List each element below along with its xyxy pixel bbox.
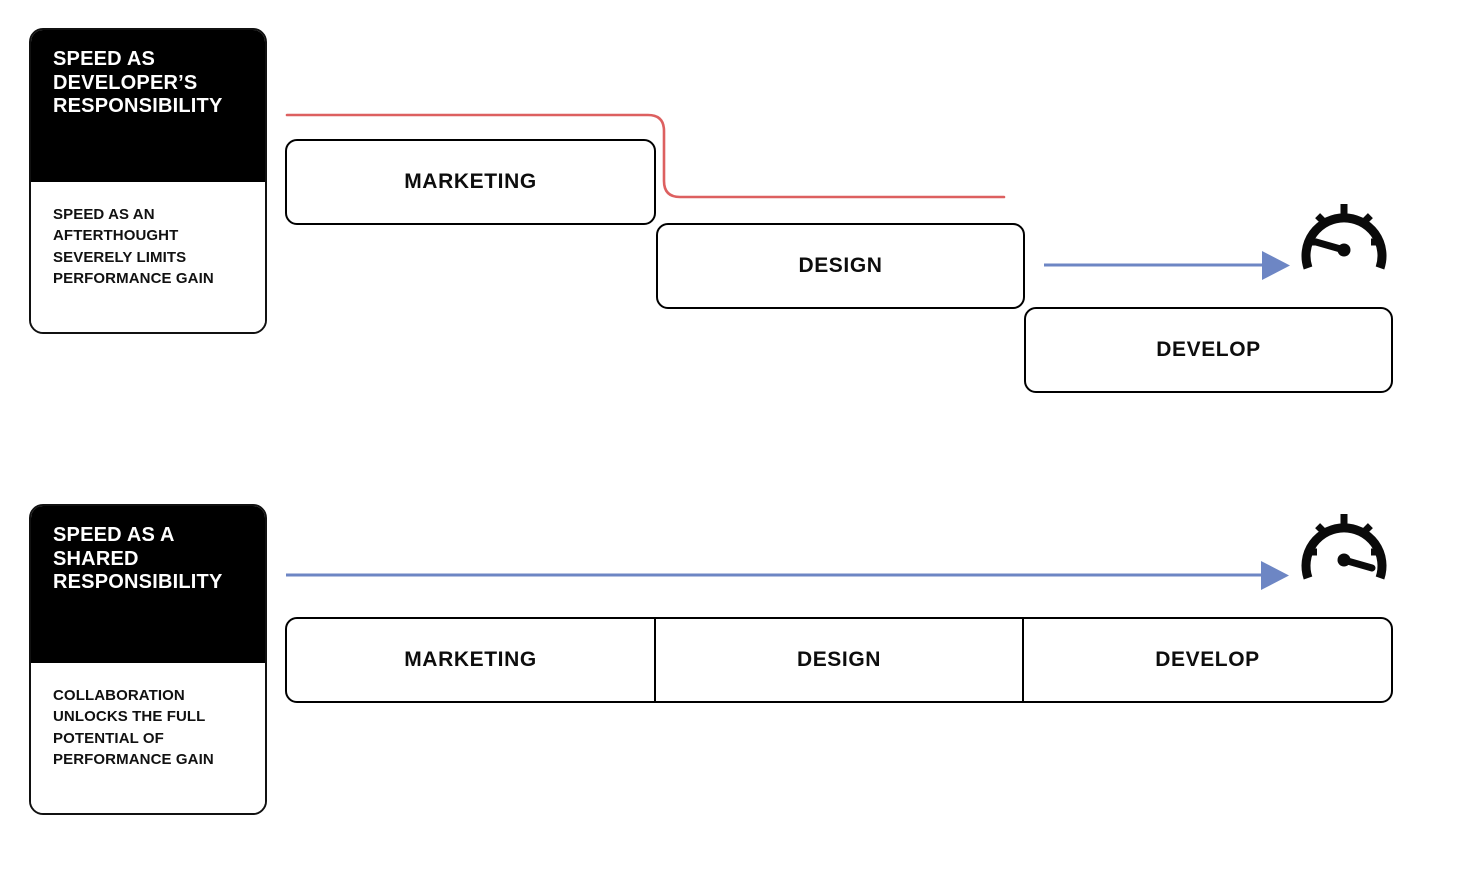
stage-box-marketing-bottom[interactable]: MARKETING (287, 619, 656, 701)
info-card-body-text-bottom: COLLABORATION UNLOCKS THE FULL POTENTIAL… (53, 687, 214, 768)
stage-box-design-top[interactable]: DESIGN (656, 223, 1025, 309)
stage-label-design-top: DESIGN (798, 254, 883, 277)
info-card-shared-responsibility: SPEED AS A SHARED RESPONSIBILITY COLLABO… (29, 504, 267, 815)
stage-label-design-bottom: DESIGN (796, 648, 882, 671)
info-card-header-bottom: SPEED AS A SHARED RESPONSIBILITY (31, 506, 265, 663)
speed-arrow-short-icon (1044, 251, 1290, 280)
info-card-body-bottom: COLLABORATION UNLOCKS THE FULL POTENTIAL… (31, 663, 265, 813)
stage-label-develop-top: DEVELOP (1156, 338, 1261, 361)
info-card-body-top: SPEED AS AN AFTERTHOUGHT SEVERELY LIMITS… (31, 182, 265, 332)
speedometer-low-icon (1301, 204, 1387, 270)
info-card-header-top: SPEED AS DEVELOPER’S RESPONSIBILITY (31, 30, 265, 182)
info-card-header-text-top: SPEED AS DEVELOPER’S RESPONSIBILITY (53, 48, 223, 118)
stage-box-marketing-top[interactable]: MARKETING (285, 139, 656, 225)
info-card-developer-responsibility: SPEED AS DEVELOPER’S RESPONSIBILITY SPEE… (29, 28, 267, 334)
stage-label-marketing-bottom: MARKETING (404, 648, 537, 671)
stage-box-develop-bottom[interactable]: DEVELOP (1024, 619, 1391, 701)
speed-arrow-full-icon (286, 561, 1289, 590)
speedometer-high-icon (1301, 514, 1387, 580)
stage-label-marketing-top: MARKETING (404, 170, 537, 193)
stage-box-design-bottom[interactable]: DESIGN (656, 619, 1024, 701)
info-card-header-text-bottom: SPEED AS A SHARED RESPONSIBILITY (53, 524, 223, 594)
info-card-body-text-top: SPEED AS AN AFTERTHOUGHT SEVERELY LIMITS… (53, 206, 214, 287)
stage-label-develop-bottom: DEVELOP (1155, 648, 1260, 671)
stage-box-develop-top[interactable]: DEVELOP (1024, 307, 1393, 393)
stage-bar-collaborative: MARKETING DESIGN DEVELOP (285, 617, 1393, 703)
